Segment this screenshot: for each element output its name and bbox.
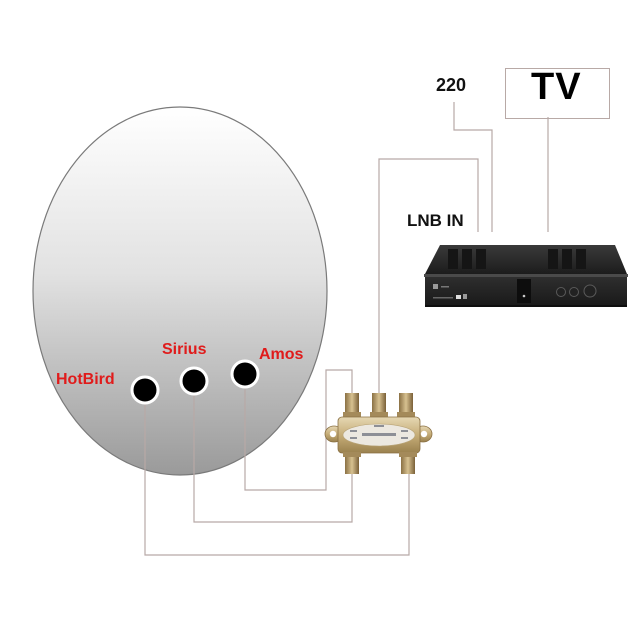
hotbird-cable: [144, 402, 410, 556]
satellite-receiver-icon: [424, 245, 628, 307]
hotbird-label: HotBird: [56, 371, 115, 388]
amos-label: Amos: [259, 346, 304, 363]
lnb-holes: [130, 359, 260, 405]
tv-label: TV: [531, 66, 582, 108]
lnb-in-cable: [378, 158, 479, 395]
sirius-lnb-icon: [179, 366, 209, 396]
power-cable: [453, 102, 493, 232]
lnb-in-label: LNB IN: [407, 211, 464, 230]
satellite-dish: [32, 106, 328, 476]
amos-lnb-icon: [230, 359, 260, 389]
diseqc-switch-icon: [324, 393, 433, 474]
power-220-label: 220: [436, 75, 467, 95]
tv-box: [505, 68, 610, 119]
hotbird-lnb-icon: [130, 375, 160, 405]
sirius-cable: [193, 393, 353, 523]
sirius-label: Sirius: [162, 341, 207, 358]
